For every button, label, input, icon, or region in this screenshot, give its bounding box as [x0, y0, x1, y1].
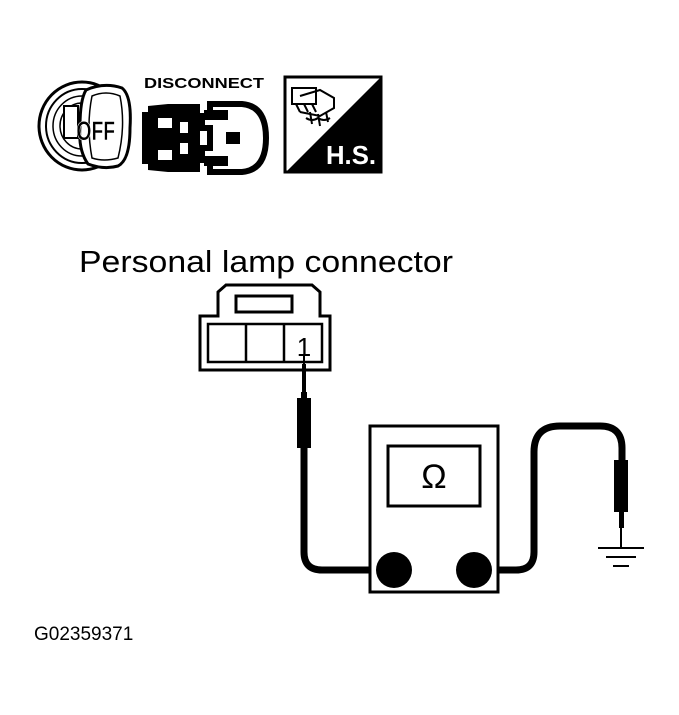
- ignition-off-label: OFF: [76, 116, 115, 146]
- harness-side-label: H.S.: [326, 140, 376, 170]
- right-test-probe: [614, 460, 628, 548]
- right-test-lead: [474, 422, 626, 574]
- connector-disconnect-icon: DISCONNECT: [142, 75, 270, 175]
- ground-icon: [598, 547, 644, 567]
- meter-terminal-right: [456, 552, 492, 588]
- ignition-key-off-icon: OFF: [37, 80, 132, 172]
- connector-title: Personal lamp connector: [79, 244, 453, 279]
- harness-side-icon: H.S.: [283, 75, 383, 174]
- ohm-symbol: Ω: [421, 458, 446, 496]
- figure-id: G02359371: [34, 624, 133, 645]
- left-test-lead: [300, 448, 394, 574]
- ohmmeter: Ω: [368, 424, 500, 594]
- personal-lamp-connector: 1: [198, 283, 332, 372]
- left-test-probe: [297, 356, 311, 448]
- disconnect-label: DISCONNECT: [144, 75, 264, 92]
- terminal-number: 1: [297, 332, 311, 362]
- meter-terminal-left: [376, 552, 412, 588]
